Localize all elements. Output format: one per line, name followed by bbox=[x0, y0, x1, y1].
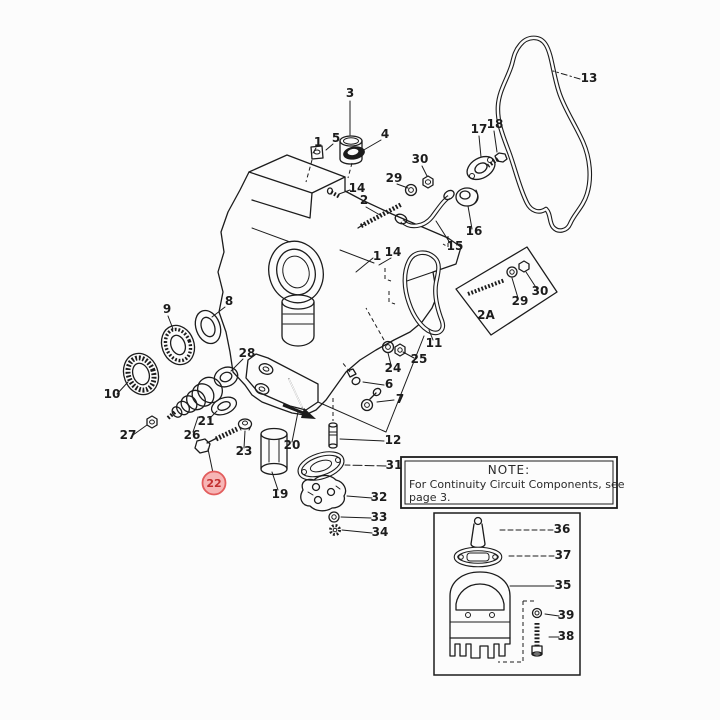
callout-2-label: 2 bbox=[360, 193, 368, 207]
callout-7-label: 7 bbox=[396, 392, 404, 406]
callout-38-label: 38 bbox=[558, 629, 575, 643]
part-36-plug bbox=[470, 516, 486, 549]
part-31-gasket bbox=[297, 451, 345, 481]
callout-30-box-label: 30 bbox=[532, 284, 549, 298]
callout-28-label: 28 bbox=[239, 346, 256, 360]
callout-26-label: 26 bbox=[184, 428, 201, 442]
callout-2a-label: 2A bbox=[477, 308, 495, 322]
part-11-gasket bbox=[402, 250, 446, 336]
callout-labels: 3 1 5 4 14 2 29 30 17 18 13 16 15 1 14 1… bbox=[104, 71, 598, 643]
highlighted-callout-22[interactable]: 22 bbox=[201, 470, 227, 496]
callout-8-label: 8 bbox=[225, 294, 233, 308]
callout-19-label: 19 bbox=[272, 487, 289, 501]
part-13-gasket bbox=[495, 35, 593, 233]
part-15-arm bbox=[394, 189, 455, 229]
part-33-washer bbox=[328, 511, 340, 523]
part-39-washer bbox=[531, 607, 543, 619]
part-7-fitting bbox=[360, 387, 382, 412]
callout-10-label: 10 bbox=[104, 387, 121, 401]
part-32-cover bbox=[300, 474, 347, 512]
part-27-nut bbox=[146, 415, 158, 429]
part-8-seal-ring bbox=[194, 309, 222, 345]
part-10-bearing-race bbox=[122, 352, 160, 396]
callout-30-upper-label: 30 bbox=[412, 152, 429, 166]
part-9-bearing bbox=[160, 324, 196, 366]
callout-14-lower-label: 14 bbox=[385, 245, 402, 259]
part-25-nut bbox=[394, 343, 406, 357]
callout-37-label: 37 bbox=[555, 548, 572, 562]
callout-11-label: 11 bbox=[426, 336, 443, 350]
continuity-inset-box bbox=[433, 512, 581, 676]
note-line-2: page 3. bbox=[409, 491, 450, 504]
callout-29-upper-label: 29 bbox=[386, 171, 403, 185]
part-6-fitting bbox=[346, 368, 361, 386]
callout-35-label: 35 bbox=[555, 578, 572, 592]
part-35-housing-cover bbox=[449, 571, 511, 659]
callout-17-label: 17 bbox=[471, 122, 488, 136]
callout-29-box-label: 29 bbox=[512, 294, 529, 308]
callout-1-lower-label: 1 bbox=[373, 249, 381, 263]
callout-32-label: 32 bbox=[371, 490, 388, 504]
part-21-washer bbox=[210, 396, 238, 416]
part-30-nut-upper bbox=[422, 175, 434, 189]
callout-24-label: 24 bbox=[385, 361, 402, 375]
part-4-seal bbox=[343, 146, 365, 160]
callout-6-label: 6 bbox=[385, 377, 393, 391]
part-29-washer-upper bbox=[404, 183, 418, 197]
callout-25-label: 25 bbox=[411, 352, 428, 366]
part-gimbal-housing bbox=[217, 154, 462, 433]
callout-20-label: 20 bbox=[284, 438, 301, 452]
callout-31-label: 31 bbox=[386, 458, 403, 472]
part-18-bolt bbox=[486, 152, 508, 168]
callout-23-label: 23 bbox=[236, 444, 253, 458]
note-title: NOTE: bbox=[488, 463, 530, 477]
callout-13-label: 13 bbox=[581, 71, 598, 85]
callout-9-label: 9 bbox=[163, 302, 171, 316]
part-20-pin bbox=[288, 378, 303, 408]
note-box bbox=[400, 456, 618, 509]
insertion-arrow bbox=[282, 403, 316, 419]
part-12-pin bbox=[328, 422, 338, 449]
part-19-sleeve bbox=[260, 427, 288, 476]
callout-5-label: 5 bbox=[332, 131, 340, 145]
callout-15-label: 15 bbox=[447, 239, 464, 253]
note-line-1: For Continuity Circuit Components, see bbox=[409, 478, 625, 491]
callout-16-label: 16 bbox=[466, 224, 483, 238]
callout-39-label: 39 bbox=[558, 608, 575, 622]
callout-27-label: 27 bbox=[120, 428, 137, 442]
callout-14-upper-label: 14 bbox=[349, 181, 366, 195]
part-23-nut bbox=[237, 418, 253, 431]
part-38-bolt bbox=[531, 623, 543, 657]
part-37-gasket bbox=[453, 546, 503, 568]
part-14-screw-upper bbox=[326, 187, 341, 199]
callout-21-label: 21 bbox=[198, 414, 215, 428]
construction-lines bbox=[305, 159, 449, 421]
part-34-washer bbox=[329, 524, 341, 536]
part-16-bushing bbox=[455, 187, 479, 207]
part-26-bellows bbox=[166, 376, 223, 420]
callout-33-label: 33 bbox=[371, 510, 388, 524]
leader-lines bbox=[116, 70, 581, 638]
callout-22-label: 22 bbox=[206, 477, 221, 490]
callout-1-label: 1 bbox=[314, 135, 322, 149]
part-28-ring bbox=[213, 366, 239, 388]
part-3-cap bbox=[339, 135, 363, 165]
callout-18-label: 18 bbox=[487, 117, 504, 131]
continuity-stud-box bbox=[455, 246, 558, 336]
callout-34-label: 34 bbox=[372, 525, 389, 539]
callout-12-label: 12 bbox=[385, 433, 402, 447]
callout-4-label: 4 bbox=[381, 127, 389, 141]
callout-3-label: 3 bbox=[346, 86, 354, 100]
callout-36-label: 36 bbox=[554, 522, 571, 536]
part-2-stud bbox=[357, 202, 404, 229]
part-22-bolt bbox=[194, 426, 239, 454]
